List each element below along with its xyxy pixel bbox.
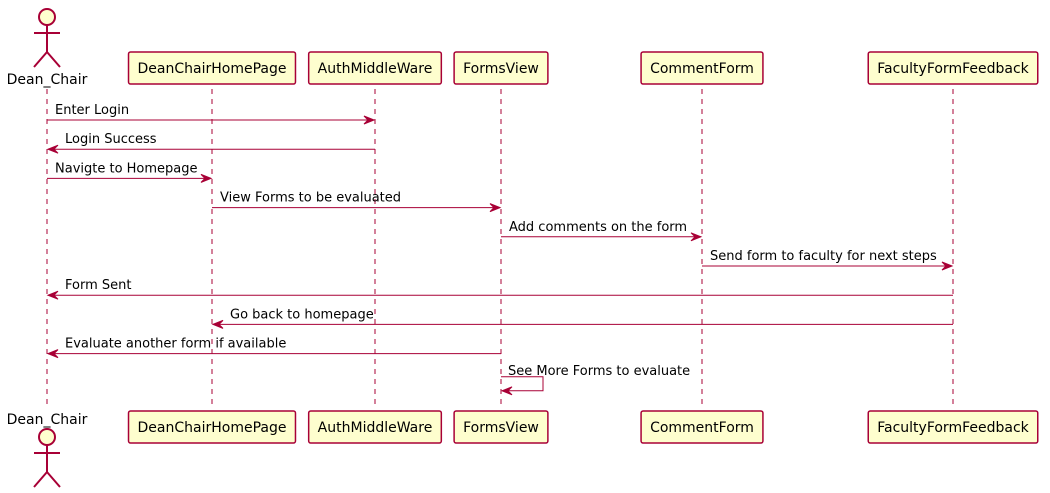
participant-label: DeanChairHomePage xyxy=(138,420,287,436)
participant-label: CommentForm xyxy=(650,420,754,436)
message-label: Go back to homepage xyxy=(230,307,374,322)
participant-box xyxy=(453,51,549,85)
participant-faculty-bottom: FacultyFormFeedback xyxy=(867,410,1039,444)
participant-box xyxy=(307,51,443,85)
message-label: Enter Login xyxy=(55,103,129,118)
message-label: Add comments on the form xyxy=(509,220,687,235)
message-2: Login Success xyxy=(46,132,375,154)
message-label: View Forms to be evaluated xyxy=(220,191,401,206)
participant-box xyxy=(867,51,1039,85)
arrowhead-icon xyxy=(46,290,59,300)
participant-label: AuthMiddleWare xyxy=(318,420,433,436)
arrowhead-icon xyxy=(690,232,703,242)
lifelines xyxy=(46,89,954,409)
message-arrow xyxy=(501,376,544,392)
arrowhead-icon xyxy=(211,319,224,329)
participant-box xyxy=(453,410,549,444)
arrowhead-icon xyxy=(46,144,59,154)
participant-box xyxy=(307,410,443,444)
arrowhead-icon xyxy=(489,203,502,213)
message-label: Evaluate another form if available xyxy=(65,337,286,352)
participant-box xyxy=(640,410,764,444)
participant-faculty-top: FacultyFormFeedback xyxy=(867,51,1039,85)
actor-top: Dean_Chair xyxy=(7,8,88,88)
message-7: Form Sent xyxy=(46,278,953,300)
message-5: Add comments on the form xyxy=(501,220,703,242)
participant-forms-bottom: FormsView xyxy=(453,410,549,444)
actor-label: Dean_Chair xyxy=(7,412,88,428)
actor-icon xyxy=(33,8,61,68)
participant-comment-bottom: CommentForm xyxy=(640,410,764,444)
participant-label: FacultyFormFeedback xyxy=(877,420,1029,436)
participant-forms-top: FormsView xyxy=(453,51,549,85)
arrowhead-icon xyxy=(363,115,376,125)
participant-auth-bottom: AuthMiddleWare xyxy=(307,410,443,444)
message-label: Form Sent xyxy=(65,278,131,293)
message-8: Go back to homepage xyxy=(211,307,953,329)
participant-home-bottom: DeanChairHomePage xyxy=(127,410,297,444)
participant-home-top: DeanChairHomePage xyxy=(127,51,297,85)
message-3: Navigte to Homepage xyxy=(47,161,213,183)
participant-label: FormsView xyxy=(463,420,539,436)
arrowhead-icon xyxy=(500,386,513,396)
arrowhead-icon xyxy=(200,173,213,183)
arrowhead-icon xyxy=(941,261,954,271)
participants-top: Dean_Chair DeanChairHomePage AuthMiddleWar… xyxy=(7,8,1039,88)
message-9: Evaluate another form if available xyxy=(46,337,501,359)
message-label: Login Success xyxy=(65,132,157,147)
arrowhead-icon xyxy=(46,349,59,359)
participant-box xyxy=(127,410,297,444)
message-4: View Forms to be evaluated xyxy=(212,191,502,213)
message-10: See More Forms to evaluate xyxy=(500,364,690,396)
message-label: See More Forms to evaluate xyxy=(508,364,690,379)
participant-box xyxy=(127,51,297,85)
message-label: Send form to faculty for next steps xyxy=(710,249,937,264)
participant-label: AuthMiddleWare xyxy=(318,61,433,77)
actor-icon xyxy=(33,428,61,488)
message-1: Enter Login xyxy=(47,103,376,125)
actor-bottom: Dean_Chair xyxy=(7,412,88,488)
actor-label: Dean_Chair xyxy=(7,72,88,88)
participant-label: DeanChairHomePage xyxy=(138,61,287,77)
participant-comment-top: CommentForm xyxy=(640,51,764,85)
participant-label: CommentForm xyxy=(650,61,754,77)
participant-auth-top: AuthMiddleWare xyxy=(307,51,443,85)
participant-box xyxy=(640,51,764,85)
message-label: Navigte to Homepage xyxy=(55,161,198,176)
participant-box xyxy=(867,410,1039,444)
participant-label: FacultyFormFeedback xyxy=(877,61,1029,77)
message-6: Send form to faculty for next steps xyxy=(702,249,954,271)
participant-label: FormsView xyxy=(463,61,539,77)
